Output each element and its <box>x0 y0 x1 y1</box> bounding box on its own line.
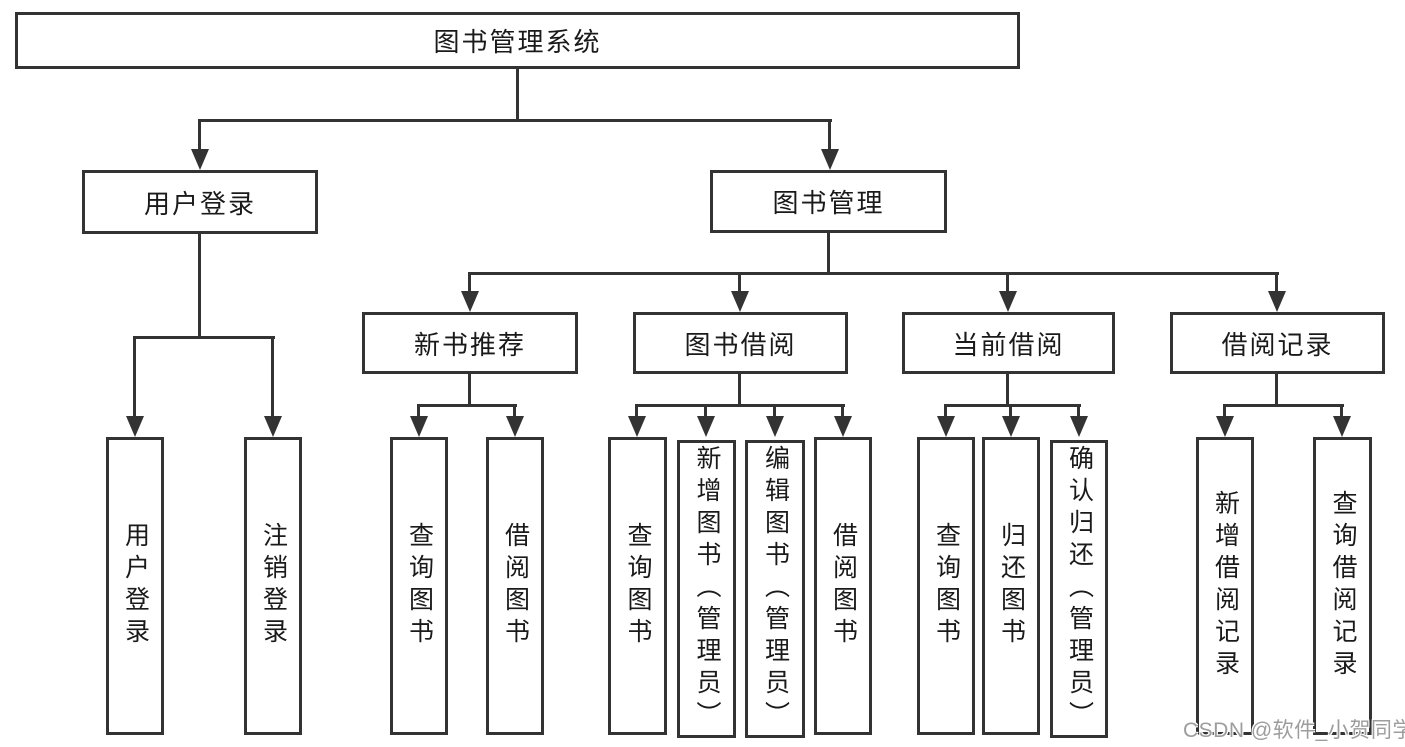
connector-root-stem <box>516 67 519 122</box>
connector-current-stem <box>1006 373 1009 407</box>
node-current-borrow: 当前借阅 <box>902 312 1115 374</box>
connector-drop-recd-query <box>1340 404 1343 417</box>
connector-drop-bor-query <box>635 404 638 417</box>
connector-user-login-stem <box>198 233 201 339</box>
connector-drop-borrow-records <box>1275 272 1278 292</box>
connector-drop-bor-add <box>704 404 707 417</box>
node-leaf-query-borrow-record: 查询借阅记录 <box>1313 437 1372 735</box>
node-leaf-bor-edit-books-admin: 编辑图书（管理员） <box>745 440 805 738</box>
arrowhead-current-borrow <box>999 291 1017 312</box>
arrowhead-user-login <box>191 149 209 170</box>
connector-drop-login-leaf <box>133 336 136 417</box>
node-library-management-system: 图书管理系统 <box>15 12 1020 69</box>
node-borrow-records: 借阅记录 <box>1170 312 1385 374</box>
arrowhead-bor-add <box>697 416 715 437</box>
arrowhead-bor-edit <box>766 416 784 437</box>
node-leaf-add-borrow-record: 新增借阅记录 <box>1196 437 1254 735</box>
node-leaf-cur-query-books: 查询图书 <box>917 437 975 735</box>
connector-drop-bor-edit <box>773 404 776 417</box>
arrowhead-borrow-records <box>1268 291 1286 312</box>
connector-drop-recd-add <box>1223 404 1226 417</box>
connector-borrow-stem <box>738 373 741 407</box>
node-leaf-rec-query-books: 查询图书 <box>390 437 448 735</box>
connector-drop-logout-leaf <box>271 336 274 417</box>
connector-records-stem <box>1275 373 1278 407</box>
arrowhead-cur-confirm <box>1070 416 1088 437</box>
arrowhead-bor-query <box>628 416 646 437</box>
node-book-management: 图书管理 <box>710 170 947 233</box>
arrowhead-login-leaf <box>126 416 144 437</box>
node-book-borrow: 图书借阅 <box>633 312 848 374</box>
arrowhead-book-borrow <box>731 291 749 312</box>
connector-drop-cur-query <box>944 404 947 417</box>
connector-level3-bus <box>468 272 1279 275</box>
node-new-book-recommend: 新书推荐 <box>362 312 578 374</box>
connector-drop-cur-return <box>1009 404 1012 417</box>
connector-drop-cur-confirm <box>1077 404 1080 417</box>
node-user-login: 用户登录 <box>82 170 318 234</box>
connector-borrow-bus <box>635 404 845 407</box>
arrowhead-cur-return <box>1002 416 1020 437</box>
connector-drop-new-book-recommend <box>468 272 471 292</box>
node-leaf-rec-borrow-books: 借阅图书 <box>486 437 544 735</box>
connector-drop-book-borrow <box>738 272 741 292</box>
node-leaf-cur-confirm-return-admin: 确认归还（管理员） <box>1050 440 1108 738</box>
arrowhead-book-management <box>821 149 839 170</box>
arrowhead-bor-borrow <box>834 416 852 437</box>
connector-level2-bus <box>198 119 832 122</box>
connector-book-management-stem <box>827 232 830 274</box>
arrowhead-rec-query <box>410 416 428 437</box>
node-leaf-cur-return-books: 归还图书 <box>982 437 1040 735</box>
connector-drop-book-management <box>828 119 831 151</box>
connector-records-bus <box>1223 404 1344 407</box>
arrowhead-recd-query <box>1333 416 1351 437</box>
node-leaf-logout: 注销登录 <box>244 437 302 735</box>
connector-drop-user-login <box>198 119 201 151</box>
connector-recommend-stem <box>468 373 471 407</box>
arrowhead-new-book-recommend <box>461 291 479 312</box>
node-leaf-bor-query-books: 查询图书 <box>608 437 667 735</box>
node-leaf-user-login: 用户登录 <box>106 437 164 735</box>
arrowhead-rec-borrow <box>506 416 524 437</box>
connector-recommend-bus <box>417 404 517 407</box>
connector-drop-rec-query <box>417 404 420 417</box>
connector-drop-bor-borrow <box>841 404 844 417</box>
connector-drop-current-borrow <box>1006 272 1009 292</box>
arrowhead-recd-add <box>1216 416 1234 437</box>
connector-user-login-bus <box>133 336 275 339</box>
connector-current-bus <box>944 404 1081 407</box>
node-leaf-bor-borrow-books: 借阅图书 <box>814 437 872 735</box>
arrowhead-logout-leaf <box>264 416 282 437</box>
watermark-text: CSDN @软件_小贺同学 <box>1183 719 1405 742</box>
node-leaf-bor-add-books-admin: 新增图书（管理员） <box>677 440 736 738</box>
arrowhead-cur-query <box>937 416 955 437</box>
connector-drop-rec-borrow <box>513 404 516 417</box>
